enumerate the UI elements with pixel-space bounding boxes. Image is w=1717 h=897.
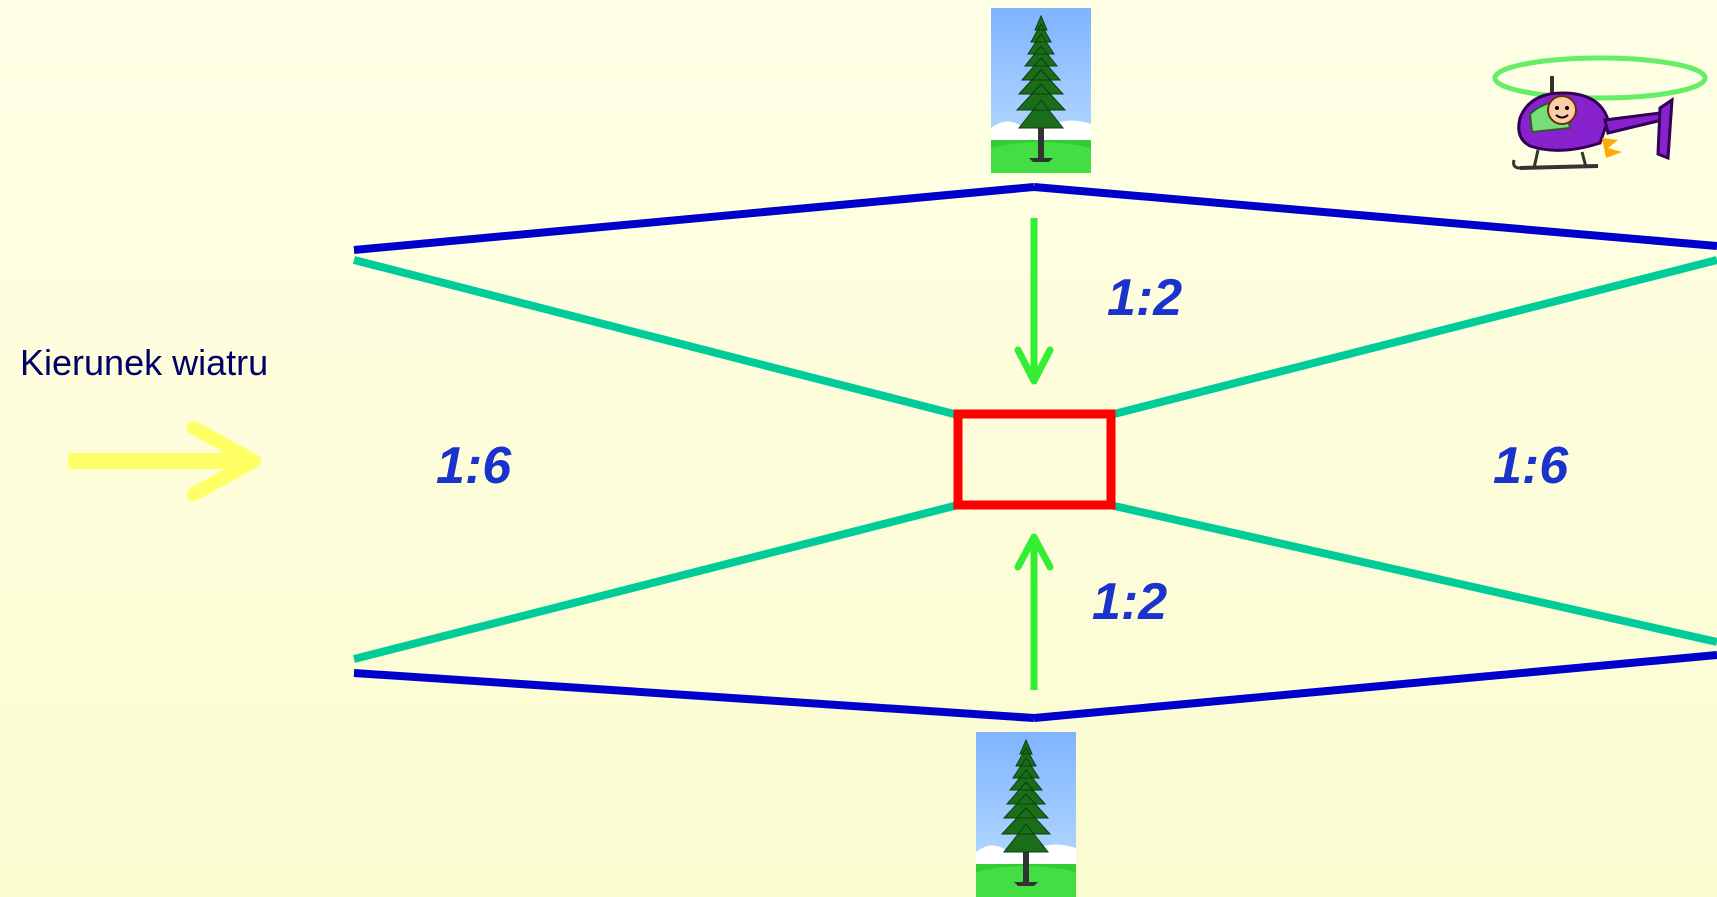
pine-tree-icon-top bbox=[990, 7, 1092, 174]
landing-area bbox=[953, 409, 1116, 510]
helicopter-icon bbox=[1492, 55, 1708, 170]
ratio-top-label: 1:2 bbox=[1107, 269, 1183, 327]
approach-arrow-top bbox=[1014, 218, 1054, 385]
outer-boundary bbox=[353, 183, 1717, 722]
approach-arrow-bottom bbox=[1014, 533, 1054, 690]
pine-tree-icon-bottom bbox=[975, 731, 1077, 897]
ratio-left-label: 1:6 bbox=[436, 437, 512, 495]
wind-arrow bbox=[68, 421, 261, 501]
ratio-bottom-label: 1:2 bbox=[1092, 573, 1168, 631]
ratio-right-label: 1:6 bbox=[1493, 437, 1569, 495]
wind-direction-label: Kierunek wiatru bbox=[20, 342, 269, 383]
inner-boundary bbox=[353, 256, 1717, 663]
